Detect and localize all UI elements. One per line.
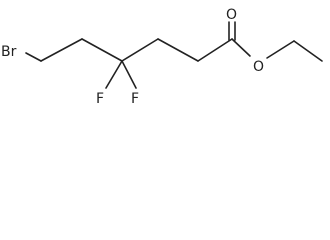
atom-oxygen-carbonyl: O — [226, 7, 237, 23]
bond-c4-f1 — [105, 60, 123, 89]
bond-ch2-ch3 — [293, 40, 323, 62]
bond-c4-c3 — [121, 38, 159, 62]
bond-c3-c2 — [157, 38, 199, 62]
molecule-diagram: Br F F O O — [1, 7, 323, 107]
atom-oxygen-ester: O — [253, 59, 264, 75]
bond-br-c6 — [25, 52, 42, 62]
atom-bromine: Br — [1, 44, 17, 60]
bond-c5-c4 — [81, 38, 123, 62]
bond-c2-c1 — [197, 38, 233, 62]
atom-fluorine-left: F — [96, 91, 104, 107]
atom-fluorine-right: F — [131, 91, 139, 107]
bond-c1-o-ester — [231, 38, 251, 57]
bond-o-ch2 — [266, 40, 295, 59]
bond-c4-f2 — [121, 60, 137, 89]
bond-c6-c5 — [40, 38, 83, 62]
